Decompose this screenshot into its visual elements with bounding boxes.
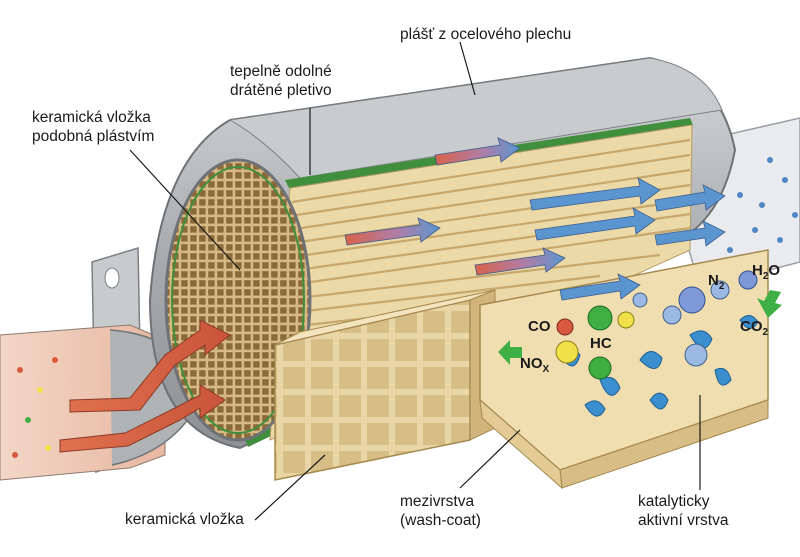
chem-n2: N2 xyxy=(708,272,724,292)
chem-nox: NOX xyxy=(520,355,549,375)
label-ceramic-honeycomb: keramická vložka podobná plástvím xyxy=(32,108,154,146)
label-catalytic-layer: katalyticky aktivní vrstva xyxy=(638,492,728,530)
label-washcoat: mezivrstva (wash-coat) xyxy=(400,492,481,530)
chem-hc: HC xyxy=(590,335,612,352)
label-wire-mesh: tepelně odolné drátěné pletivo xyxy=(230,62,332,100)
chem-co2: CO2 xyxy=(740,318,768,338)
chem-co: CO xyxy=(528,318,551,335)
chem-h2o: H2O xyxy=(752,262,780,282)
label-steel-shell: plášť z ocelového plechu xyxy=(400,25,571,44)
label-ceramic-insert: keramická vložka xyxy=(125,510,244,529)
